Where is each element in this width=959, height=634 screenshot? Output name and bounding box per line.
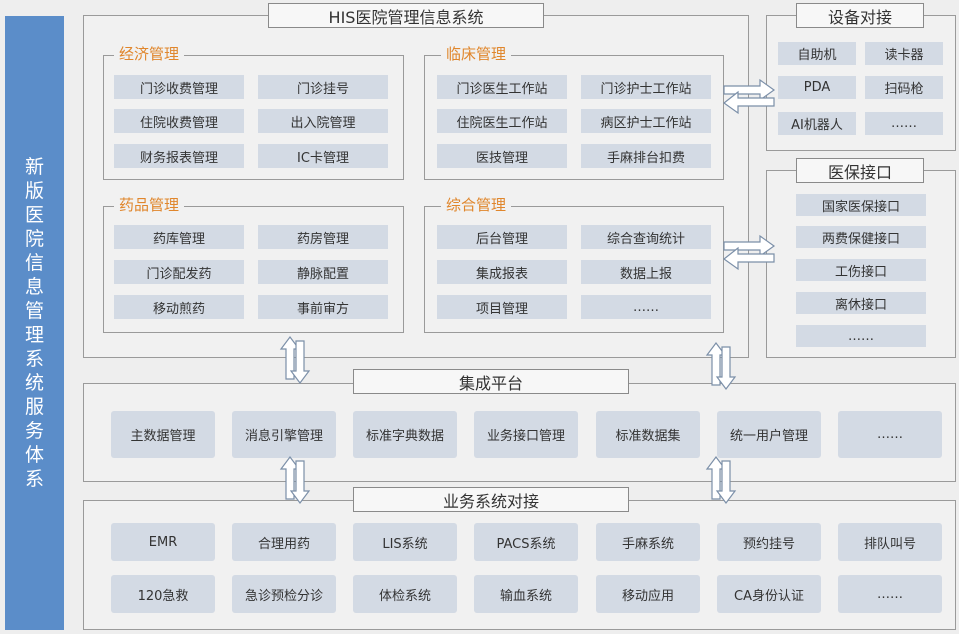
insurance-item: 离休接口	[796, 292, 926, 314]
group-clinical-title: 临床管理	[441, 45, 512, 63]
double-arrow-icon	[723, 235, 775, 270]
platform-item: 统一用户管理	[717, 411, 821, 458]
general-item: 集成报表	[437, 260, 567, 284]
business-title: 业务系统对接	[353, 487, 629, 512]
economic-item: 财务报表管理	[114, 144, 244, 168]
device-item: 扫码枪	[865, 76, 943, 99]
business-item: 急诊预检分诊	[232, 575, 336, 613]
general-item: 项目管理	[437, 295, 567, 319]
device-item: AI机器人	[778, 112, 856, 135]
insurance-title: 医保接口	[796, 158, 924, 183]
device-item: PDA	[778, 76, 856, 99]
platform-item: 业务接口管理	[474, 411, 578, 458]
platform-item: ……	[838, 411, 942, 458]
business-item: CA身份认证	[717, 575, 821, 613]
general-item: ……	[581, 295, 711, 319]
business-item: 合理用药	[232, 523, 336, 561]
clinical-item: 住院医生工作站	[437, 109, 567, 133]
economic-item: 门诊挂号	[258, 75, 388, 99]
business-item: ……	[838, 575, 942, 613]
drug-item: 事前审方	[258, 295, 388, 319]
business-item: 手麻系统	[596, 523, 700, 561]
platform-item: 标准字典数据	[353, 411, 457, 458]
economic-item: 门诊收费管理	[114, 75, 244, 99]
clinical-item: 门诊护士工作站	[581, 75, 711, 99]
group-general-title: 综合管理	[441, 196, 512, 214]
business-item: LIS系统	[353, 523, 457, 561]
economic-item: 住院收费管理	[114, 109, 244, 133]
general-item: 数据上报	[581, 260, 711, 284]
device-item: ……	[865, 112, 943, 135]
business-item: 移动应用	[596, 575, 700, 613]
clinical-item: 医技管理	[437, 144, 567, 168]
drug-item: 药库管理	[114, 225, 244, 249]
general-item: 后台管理	[437, 225, 567, 249]
economic-item: IC卡管理	[258, 144, 388, 168]
business-item: 120急救	[111, 575, 215, 613]
group-economic-title: 经济管理	[114, 45, 185, 63]
business-item: 输血系统	[474, 575, 578, 613]
group-drug-title: 药品管理	[114, 196, 185, 214]
drug-item: 药房管理	[258, 225, 388, 249]
device-item: 读卡器	[865, 42, 943, 65]
business-item: 排队叫号	[838, 523, 942, 561]
insurance-item: ……	[796, 325, 926, 347]
clinical-item: 病区护士工作站	[581, 109, 711, 133]
economic-item: 出入院管理	[258, 109, 388, 133]
double-arrow-icon	[280, 336, 310, 384]
business-item: 预约挂号	[717, 523, 821, 561]
double-arrow-icon	[280, 456, 310, 504]
side-title: 新版医院信息管理系统服务体系	[24, 156, 44, 490]
double-arrow-icon	[723, 79, 775, 114]
devices-title: 设备对接	[796, 3, 924, 28]
clinical-item: 手麻排台扣费	[581, 144, 711, 168]
drug-item: 移动煎药	[114, 295, 244, 319]
business-item: PACS系统	[474, 523, 578, 561]
business-item: 体检系统	[353, 575, 457, 613]
business-item: EMR	[111, 523, 215, 561]
platform-item: 消息引擎管理	[232, 411, 336, 458]
platform-item: 主数据管理	[111, 411, 215, 458]
side-banner: 新版医院信息管理系统服务体系	[5, 16, 64, 630]
his-title: HIS医院管理信息系统	[268, 3, 544, 28]
insurance-item: 两费保健接口	[796, 226, 926, 248]
clinical-item: 门诊医生工作站	[437, 75, 567, 99]
insurance-item: 工伤接口	[796, 259, 926, 281]
drug-item: 静脉配置	[258, 260, 388, 284]
insurance-item: 国家医保接口	[796, 194, 926, 216]
platform-title: 集成平台	[353, 369, 629, 394]
drug-item: 门诊配发药	[114, 260, 244, 284]
double-arrow-icon	[706, 456, 736, 504]
device-item: 自助机	[778, 42, 856, 65]
double-arrow-icon	[706, 342, 736, 390]
general-item: 综合查询统计	[581, 225, 711, 249]
platform-item: 标准数据集	[596, 411, 700, 458]
